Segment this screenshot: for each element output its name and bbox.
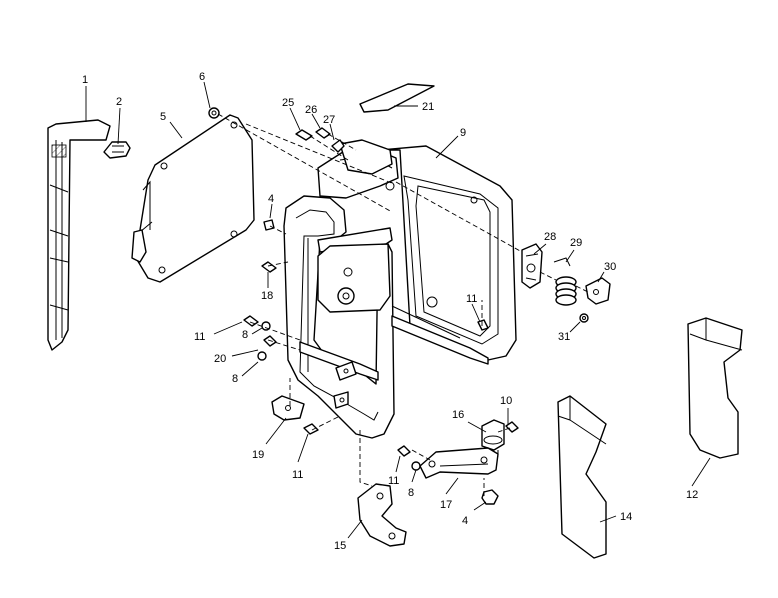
part-14-foam-strip bbox=[557, 395, 607, 559]
label-31: 31 bbox=[558, 331, 570, 343]
label-15: 15 bbox=[334, 540, 346, 552]
part-1-guard-strip bbox=[47, 119, 111, 351]
label-12: 12 bbox=[686, 489, 698, 501]
label-18: 18 bbox=[261, 290, 273, 302]
label-11-left: 11 bbox=[194, 331, 205, 343]
label-8-bottom: 8 bbox=[408, 487, 414, 499]
part-21-plate bbox=[359, 83, 435, 113]
part-6-nut bbox=[208, 107, 220, 119]
label-11-frame: 11 bbox=[466, 293, 477, 305]
label-4-bottom: 4 bbox=[462, 515, 468, 527]
label-6: 6 bbox=[199, 71, 205, 83]
label-29: 29 bbox=[570, 237, 582, 249]
label-11-right: 11 bbox=[388, 475, 399, 487]
label-19: 19 bbox=[252, 449, 264, 461]
label-10: 10 bbox=[500, 395, 512, 407]
leader-lines bbox=[85, 81, 711, 539]
part-28-latch bbox=[521, 243, 543, 289]
label-26: 26 bbox=[305, 104, 317, 116]
part-15-bracket bbox=[357, 483, 407, 547]
part-19-plate bbox=[271, 395, 305, 421]
label-14: 14 bbox=[620, 511, 632, 523]
label-17: 17 bbox=[440, 499, 452, 511]
label-28: 28 bbox=[544, 231, 556, 243]
part-31-washer bbox=[579, 313, 589, 323]
part-12-foam-block bbox=[687, 317, 743, 459]
label-8-mid: 8 bbox=[232, 373, 238, 385]
label-4-top: 4 bbox=[268, 193, 274, 205]
label-16: 16 bbox=[452, 409, 464, 421]
label-30: 30 bbox=[604, 261, 616, 273]
label-11-bottom: 11 bbox=[292, 469, 303, 481]
label-8-top: 8 bbox=[242, 329, 248, 341]
label-21: 21 bbox=[422, 101, 434, 113]
callout-numbers: 1 2 5 6 25 26 27 21 9 4 18 11 8 20 8 19 … bbox=[82, 71, 698, 552]
label-20: 20 bbox=[214, 353, 226, 365]
part-2-clip bbox=[103, 141, 131, 159]
label-2: 2 bbox=[116, 96, 122, 108]
label-5: 5 bbox=[160, 111, 166, 123]
part-29-spring bbox=[553, 257, 577, 306]
part-5-side-cover bbox=[131, 114, 255, 283]
part-17-bracket bbox=[419, 447, 499, 479]
label-25: 25 bbox=[282, 97, 294, 109]
label-27: 27 bbox=[323, 114, 335, 126]
label-9: 9 bbox=[460, 127, 466, 139]
alignment-lines bbox=[217, 113, 589, 496]
label-1: 1 bbox=[82, 74, 88, 86]
part-30-bracket bbox=[585, 277, 611, 305]
